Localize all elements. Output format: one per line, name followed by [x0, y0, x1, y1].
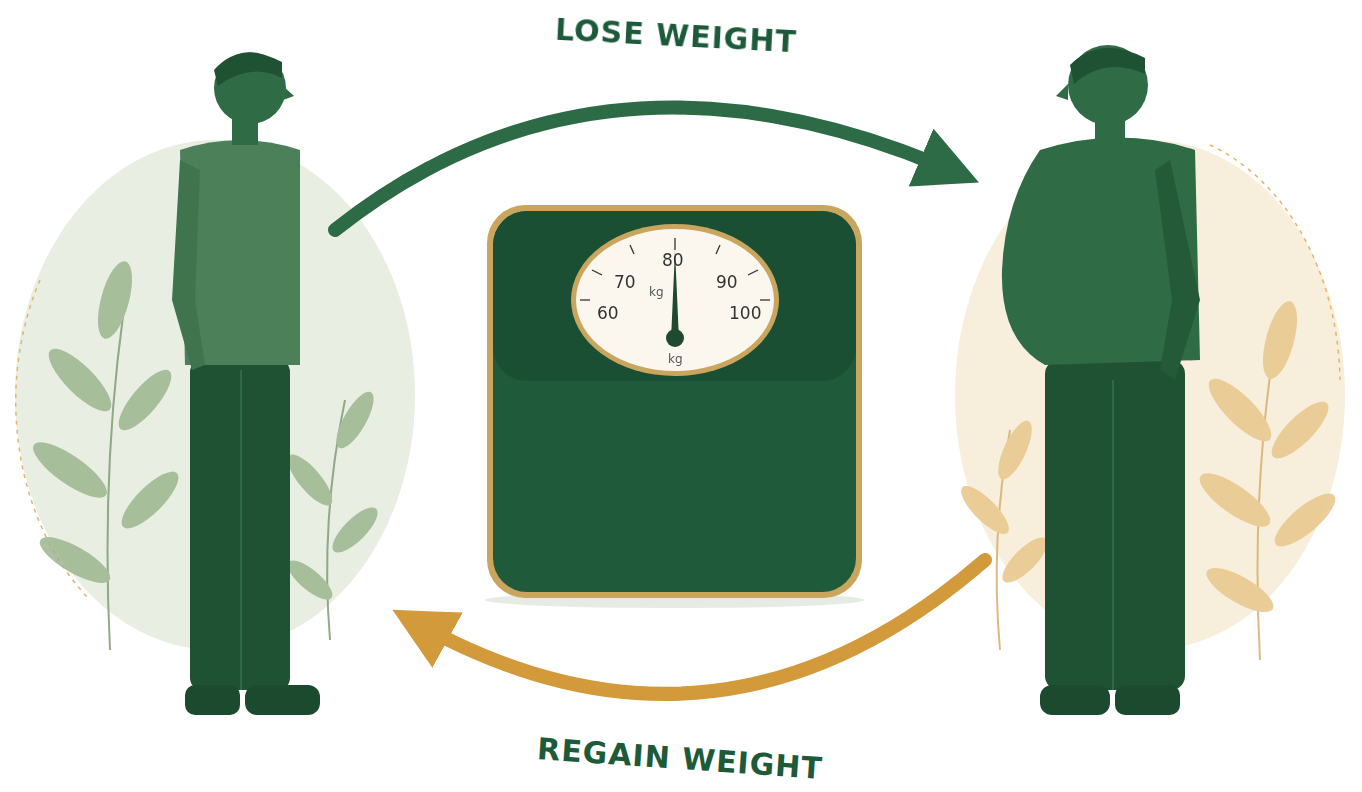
arrow-label: REGAIN WEIGHT — [536, 732, 824, 785]
dial-unit: kg — [668, 353, 683, 366]
heavy-man — [1002, 45, 1200, 715]
arrow-label: LOSE WEIGHT — [554, 13, 797, 59]
bathroom-scale — [485, 205, 865, 608]
dial-number: 90 — [716, 273, 738, 292]
dial-number: 80 — [662, 251, 684, 270]
dial-number: 60 — [597, 304, 619, 323]
dial-unit: kg — [649, 286, 664, 299]
dial-number: 100 — [729, 304, 761, 323]
dial-number: 70 — [614, 273, 636, 292]
slim-man — [172, 52, 320, 715]
